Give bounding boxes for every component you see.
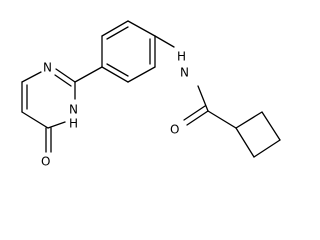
bond-benz-6 (101, 66, 129, 83)
bond-cb-2 (261, 111, 281, 141)
bond-benz-2 (101, 20, 129, 37)
molecule-diagram: N N H O H N O (21, 20, 281, 169)
bond-benz-3 (127, 20, 156, 37)
bond-benz-6-inner (106, 63, 129, 77)
bond-ring-n3-c4 (47, 121, 66, 129)
bond-benz-2-inner (106, 26, 129, 40)
atom-n-ring-nh: N (69, 103, 78, 117)
bond-cb-3 (253, 139, 281, 158)
bond-amide-co-2 (183, 105, 206, 121)
atom-h-amide: H (177, 50, 186, 64)
atom-o-keto: O (41, 155, 50, 169)
bond-carbonyl-cyclobutyl (207, 110, 237, 129)
atom-n-ring-top: N (43, 61, 52, 75)
bond-cb-4 (235, 127, 255, 158)
bond-ring-c4-c5 (21, 111, 49, 129)
bond-amide-co (186, 110, 209, 126)
bond-c2-phenyl (74, 66, 103, 83)
bond-ring-c6-n1 (21, 71, 42, 83)
bond-benz-5 (127, 66, 156, 83)
atom-n-amide: N (180, 66, 189, 80)
bond-ring-n1-c2-inner (54, 74, 72, 87)
atom-h-ring-nh: H (69, 117, 78, 131)
atom-o-amide: O (170, 123, 179, 137)
bond-ring-n1-c2 (55, 68, 76, 83)
bond-cb-1 (235, 111, 263, 129)
structure-drawing: N N H O H N O (21, 20, 281, 169)
bond-n-carbonyl (197, 85, 209, 112)
bond-phenyl-n (154, 35, 175, 48)
